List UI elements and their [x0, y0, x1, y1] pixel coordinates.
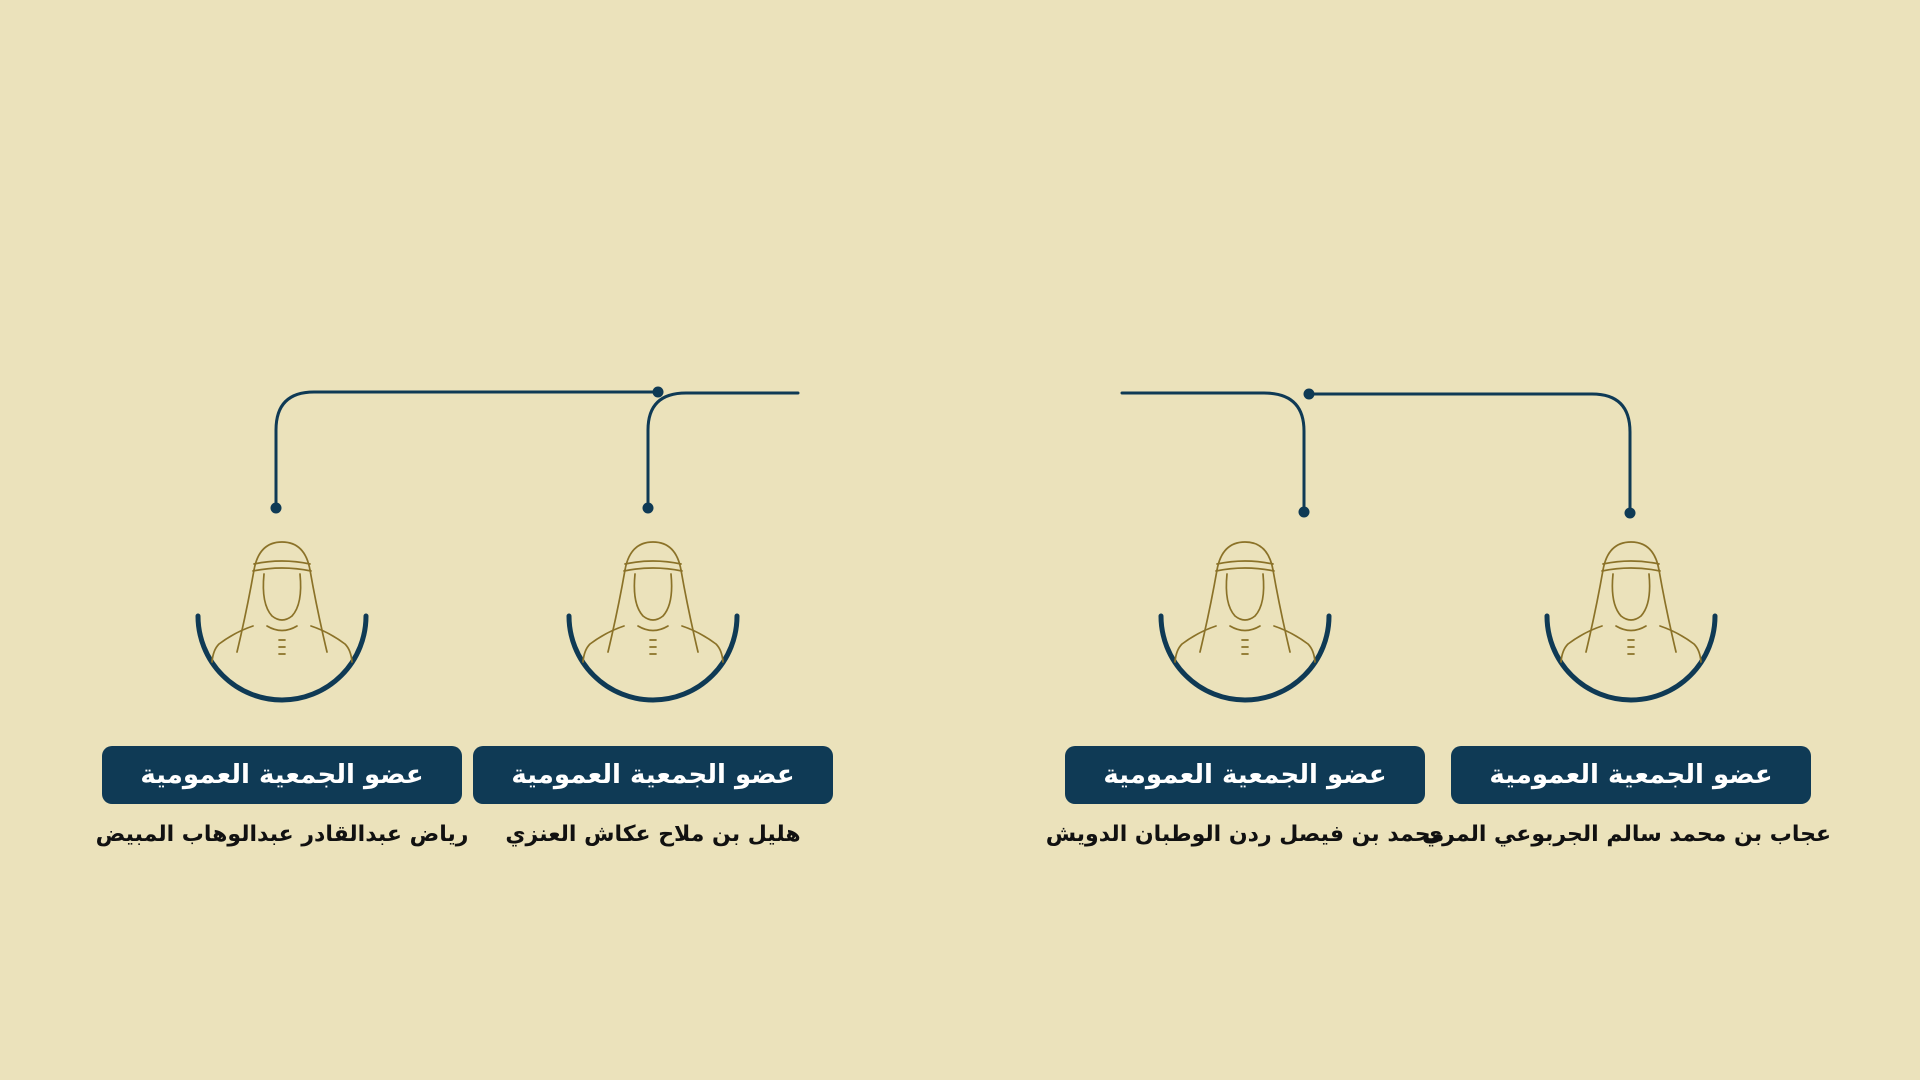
connector-node	[652, 386, 664, 398]
member-card: عضو الجمعية العمومية عجاب بن محمد سالم ا…	[1422, 540, 1831, 847]
member-role-badge: عضو الجمعية العمومية	[1065, 746, 1425, 804]
man-ghutra-icon	[195, 541, 369, 703]
connector-node	[1624, 507, 1636, 519]
member-name: محمد بن فيصل ردن الوطبان الدويش	[1045, 822, 1445, 847]
connector-line-left-inner	[646, 391, 800, 510]
member-role-badge: عضو الجمعية العمومية	[102, 746, 462, 804]
member-name: رياض عبدالقادر عبدالوهاب المبيض	[95, 822, 469, 847]
connector-node	[1303, 388, 1315, 400]
member-name: هليل بن ملاح عكاش العنزي	[505, 822, 801, 847]
connector-line-left-outer	[274, 390, 660, 510]
member-role-badge: عضو الجمعية العمومية	[1451, 746, 1811, 804]
connector-line-right-inner	[1120, 391, 1306, 514]
member-card: عضو الجمعية العمومية رياض عبدالقادر عبدا…	[96, 540, 468, 847]
man-ghutra-icon	[1544, 541, 1718, 703]
connector-node	[270, 502, 282, 514]
connector-line-right-outer	[1307, 392, 1632, 515]
member-card: عضو الجمعية العمومية محمد بن فيصل ردن ال…	[1046, 540, 1444, 847]
member-card: عضو الجمعية العمومية هليل بن ملاح عكاش ا…	[473, 540, 833, 847]
man-ghutra-icon	[1158, 541, 1332, 703]
connector-node	[1298, 506, 1310, 518]
connector-node	[642, 502, 654, 514]
member-name: عجاب بن محمد سالم الجربوعي المري	[1421, 822, 1831, 847]
member-role-badge: عضو الجمعية العمومية	[473, 746, 833, 804]
man-ghutra-icon	[566, 541, 740, 703]
